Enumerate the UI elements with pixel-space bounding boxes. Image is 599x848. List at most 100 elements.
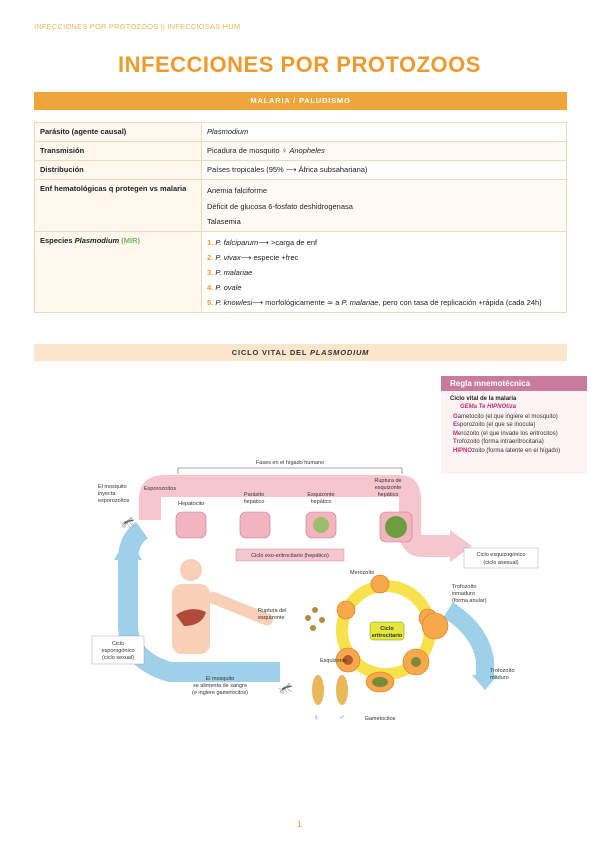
label-parasito-hepatico-2: hepático — [244, 499, 265, 505]
label-trofozoito-inmaduro-2: inmaduro — [452, 591, 475, 597]
label-esquizonte-hepatico: Esquizonte — [307, 492, 334, 498]
row-label-enf-hematologicas: Enf hematológicas q protegen vs malaria — [34, 179, 202, 232]
row-value-enf-hematologicas: Anemia falciforme Déficit de glucosa 6-f… — [201, 179, 567, 232]
label-ciclo-esporogonico-3: (ciclo sexual) — [102, 655, 134, 661]
table-row: Parásito (agente causal) Plasmodium — [34, 121, 567, 143]
male-symbol: ♂ — [339, 713, 345, 722]
liver-cycle-band — [139, 475, 452, 557]
hepatocyte-cell — [175, 511, 207, 539]
person-arm — [207, 591, 274, 626]
row-label-especies: Especies Plasmodium (MIR) — [34, 230, 202, 314]
page-number: 1 — [297, 820, 302, 829]
label-mosquito-inyecta-2: inyecta — [98, 491, 116, 497]
mosquito-icon: 🦟 — [120, 515, 135, 529]
esporogonic-badge — [91, 635, 145, 665]
ruptured-schizont — [385, 516, 407, 538]
mnemonic-subtitle: Ciclo vital de la malaria — [450, 396, 517, 402]
mnemonic-item: HIPNOzoito (forma latente en el hígado) — [453, 447, 561, 454]
merozoite-dot — [312, 607, 318, 613]
label-trofozoito-inmaduro-3: (forma anular) — [452, 598, 487, 604]
row-label-parasito: Parásito (agente causal) — [34, 121, 202, 143]
row-label-transmision: Transmisión — [34, 141, 202, 162]
mosquito-icon: 🦟 — [278, 681, 293, 695]
section-header-ciclo-vital: CICLO VITAL DEL PLASMODIUM — [34, 344, 567, 361]
person-head — [180, 559, 202, 581]
female-symbol: ♀ — [313, 713, 319, 722]
table-row: Transmisión Picadura de mosquito ♀ Anoph… — [34, 141, 567, 162]
mnemonic-heading: Regla mnemotécnica — [441, 376, 587, 391]
label-ciclo-esporogonico-2: esporogónico — [101, 648, 134, 654]
erythrocytic-cycle-badge — [369, 621, 405, 641]
label-ciclo-eritrocitario: Ciclo — [380, 626, 394, 632]
label-gametocitos: Gametocitos — [365, 716, 396, 722]
label-mosquito-inyecta-3: esporozoítos — [98, 498, 130, 504]
label-esporozoitos: Esporozoítos — [144, 486, 176, 492]
label-ruptura-hepatico-2: esquizonte — [375, 485, 402, 491]
page-title: INFECCIONES POR PROTOZOOS — [118, 52, 481, 77]
merozoite-dot — [305, 615, 311, 621]
table-row: Enf hematológicas q protegen vs malaria … — [34, 179, 567, 232]
label-ruptura-hepatico-3: hepático — [378, 492, 399, 498]
label-mosquito-alimenta-3: (e ingiere gametocitos) — [192, 690, 248, 696]
row-value-distribucion: Países tropicales (95% ⟶ África subsahar… — [201, 160, 567, 181]
mnemonic-item: Trofozoito (forma intraeritrocitaria) — [453, 439, 544, 446]
row-value-parasito: Plasmodium — [201, 121, 567, 143]
label-parasito-hepatico: Parásito — [244, 492, 264, 498]
list-item: 3. P. malariae — [207, 268, 253, 277]
schizont-nucleus — [343, 655, 353, 665]
trofozoite-mature-nucleus — [411, 657, 421, 667]
mnemonic-item: Gametocito (el que ingiere el mosquito) — [453, 414, 558, 420]
blue-up-arrowhead — [114, 536, 142, 560]
label-trofozoito-maduro: Trofozoíto — [490, 668, 515, 674]
merozoite-dot — [310, 625, 316, 631]
row-value-transmision: Picadura de mosquito ♀ Anopheles — [201, 141, 567, 162]
label-trofozoito-inmaduro: Trofozoíto — [452, 584, 477, 590]
trofozoite-immature-cell — [421, 612, 449, 640]
gametocyte-nucleus — [372, 677, 388, 687]
list-item: 4. P. ovale — [207, 283, 242, 293]
label-fases-higado: Fases en el hígado humano — [256, 460, 324, 466]
hepatocyte-cell — [239, 511, 271, 539]
label-ciclo-eritrocitario-2: eritrocitario — [372, 633, 403, 639]
mnemonic-item: Esporozoito (el que se inocula) — [453, 422, 536, 429]
label-ciclo-esquizogonico: Ciclo esquizogónico — [477, 552, 526, 558]
table-row: Distribución Países tropicales (95% ⟶ Áf… — [34, 160, 567, 181]
label-merozoito: Merozoíto — [350, 570, 374, 576]
list-item: Déficit de glucosa 6-fosfato deshidrogen… — [207, 201, 353, 211]
merozoite-cell — [336, 600, 356, 620]
liver-cycle-arrowhead — [450, 530, 472, 562]
label-ciclo-esquizogonico-2: (ciclo asexual) — [483, 560, 518, 566]
label-ciclo-esporogonico: Ciclo — [112, 641, 124, 647]
row-value-especies: 1. P. falciparum⟶ >carga de enf 2. P. vi… — [201, 230, 567, 314]
esquizogonic-badge — [463, 547, 539, 569]
mnemonic-box: Regla mnemotécnica Ciclo vital de la mal… — [441, 376, 587, 474]
blue-right-band — [443, 602, 494, 675]
label-mosquito-alimenta-2: se alimenta de sangre — [193, 683, 247, 689]
section-header-malaria: MALARIA / PALUDISMO — [34, 92, 567, 110]
list-item: Anemia falciforme — [207, 186, 268, 196]
merozoite-dot — [319, 617, 325, 623]
blue-right-arrowhead — [472, 675, 498, 690]
liver-phases-bracket — [177, 467, 403, 474]
list-item: Talasemia — [207, 216, 241, 226]
malaria-info-table: Parásito (agente causal) Plasmodium Tran… — [34, 121, 567, 314]
female-gametocyte — [312, 675, 324, 705]
mnemonic-item: Merozoito (el que invade los eritrocitos… — [453, 430, 558, 437]
label-esquizonte-hepatico-2: hepático — [311, 499, 332, 505]
plasmodium-life-cycle-diagram: Fases en el hígado humano Ciclo eritroci… — [91, 460, 539, 722]
label-hepatocito: Hepatocito — [178, 501, 204, 507]
exo-cycle-badge — [235, 548, 345, 562]
mnemonic-key-phrase: GEMa Te HIPNOtiza — [460, 404, 517, 410]
label-ruptura-hepatico: Ruptura de — [374, 478, 401, 484]
list-item: 1. P. falciparum⟶ >carga de enf — [207, 237, 318, 247]
label-esquizonte: Esquizonte — [320, 658, 347, 664]
label-ciclo-exo: Ciclo exo-eritrocitario (hepático) — [251, 553, 329, 559]
male-gametocyte — [336, 675, 348, 705]
list-item: 2. P. vivax⟶ especie +frec — [207, 252, 299, 262]
table-row: Especies Plasmodium (MIR) 1. P. falcipar… — [34, 230, 567, 314]
label-mosquito-inyecta: El mosquito — [98, 484, 127, 490]
row-label-distribucion: Distribución — [34, 160, 202, 181]
running-header: INFECCIONES POR PROTOZOOS || INFECCIOSAS… — [34, 22, 241, 31]
label-ruptura-esquizonte: Ruptura del — [258, 608, 286, 614]
label-mosquito-alimenta: El mosquito — [206, 676, 235, 682]
